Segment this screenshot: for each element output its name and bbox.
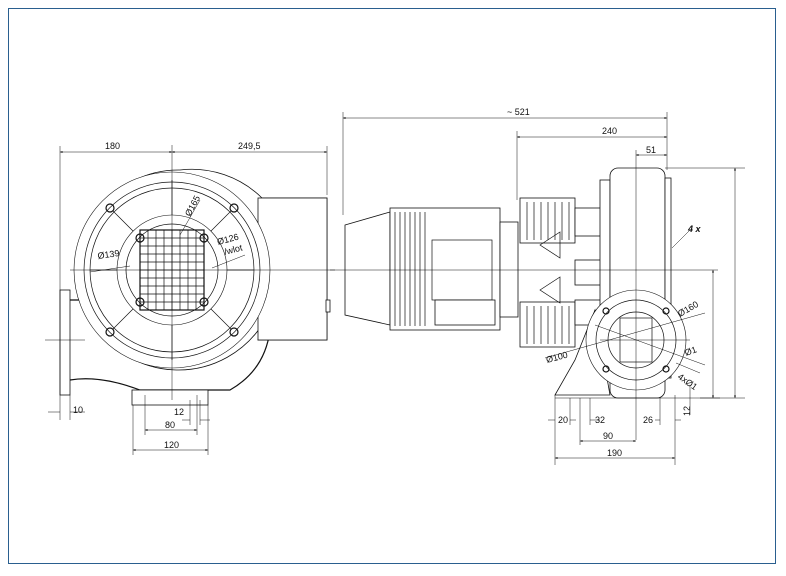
dim-26: 26 [643,415,653,425]
dim-180: 180 [105,141,120,151]
dim-10: 10 [73,405,83,415]
dim-190: 190 [607,448,622,458]
dim-d1: Ø1 [683,344,698,358]
dim-d160: Ø160 [676,299,700,319]
dim-240: 240 [602,126,617,136]
dim-12-front: 12 [174,407,184,417]
front-view [45,145,335,406]
dim-inlet-note: /wlot [223,242,244,257]
drawing-frame [8,8,776,564]
cooling-fins-top [519,197,576,244]
dim-4x-d1: 4xØ1 [676,371,699,392]
dim-d139: Ø139 [97,248,120,261]
terminal-box [434,299,496,326]
dimension-lines [48,112,745,465]
side-view [330,150,718,440]
dim-80: 80 [165,420,175,430]
outlet-flange [59,289,71,396]
dim-32: 32 [595,415,605,425]
dim-12-side: 12 [682,406,692,416]
note-4x: 4 x [687,224,702,234]
dim-d100: Ø100 [545,350,569,365]
mount-foot [131,389,209,406]
dim-90: 90 [603,431,613,441]
fan-cover [344,211,391,326]
dim-20: 20 [558,415,568,425]
motor-flange [499,221,519,318]
dim-249-5: 249,5 [238,141,261,151]
dim-120: 120 [164,440,179,450]
dim-521: ~ 521 [507,107,530,117]
motor [344,207,519,331]
dim-51: 51 [646,145,656,155]
cooling-fins-bottom [519,301,576,348]
